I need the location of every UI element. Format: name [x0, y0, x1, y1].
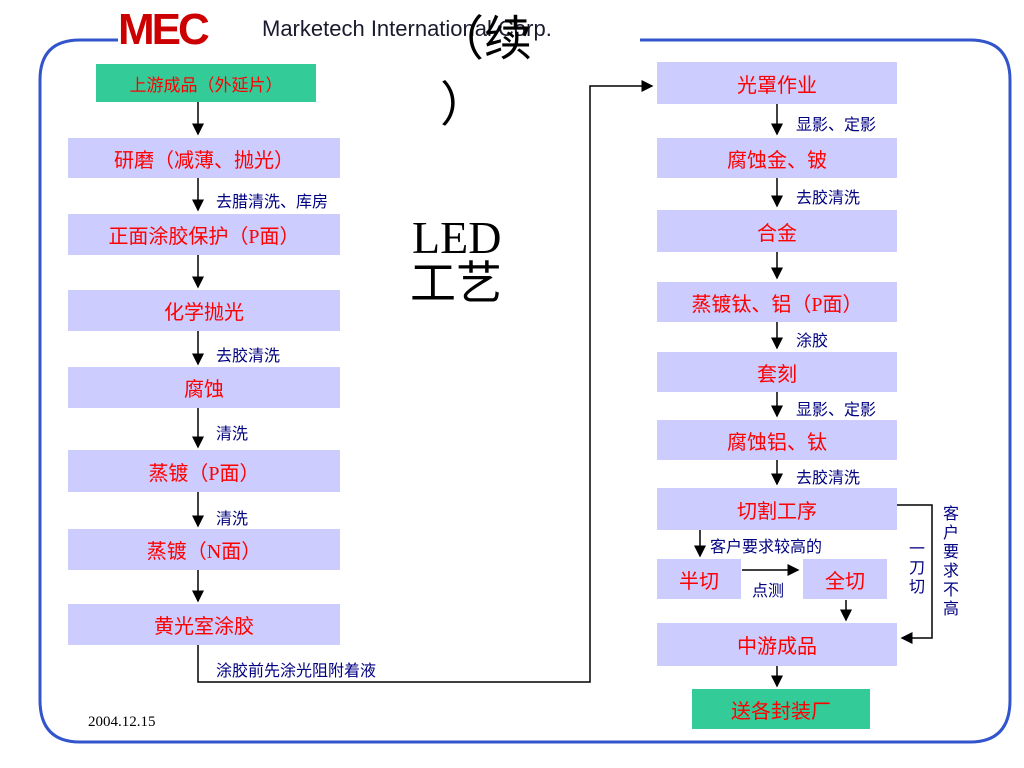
step-dicing: 切割工序 — [657, 488, 897, 530]
step-chemical-polish: 化学抛光 — [68, 290, 340, 331]
title-process: 工艺 — [410, 258, 502, 309]
note-degum-clean-right-1: 去胶清洗 — [796, 190, 861, 207]
note-develop-fix-1: 显影、定影 — [796, 117, 877, 134]
note-develop-fix-2: 显影、定影 — [796, 402, 877, 419]
note-wax-removal: 去腊清洗、库房 — [216, 194, 329, 211]
title-led: LED — [412, 212, 502, 263]
step-half-cut: 半切 — [657, 559, 741, 599]
step-front-coating: 正面涂胶保护（P面） — [68, 214, 340, 255]
step-yellow-room-coating: 黄光室涂胶 — [68, 604, 340, 645]
step-midstream-product: 中游成品 — [657, 623, 897, 666]
step-etch-gold-beryllium: 腐蚀金、铍 — [657, 138, 897, 178]
step-alloy: 合金 — [657, 210, 897, 252]
logo-text: MEC — [118, 5, 210, 54]
step-overlay-etch: 套刻 — [657, 352, 897, 392]
title-continued-open: （续 — [436, 13, 533, 66]
step-full-cut: 全切 — [803, 559, 887, 599]
step-send-to-packaging: 送各封装厂 — [692, 689, 870, 729]
note-coating: 涂胶 — [796, 333, 829, 350]
title-continued-close: ） — [440, 79, 489, 132]
step-grinding: 研磨（减薄、抛光） — [68, 138, 340, 178]
label-single-cut: 一刀切 — [908, 541, 925, 596]
label-low-requirement: 客户要求不高 — [942, 506, 959, 618]
step-etching: 腐蚀 — [68, 367, 340, 408]
step-etch-al-ti: 腐蚀铝、钛 — [657, 420, 897, 460]
note-degum-clean-right-2: 去胶清洗 — [796, 470, 861, 487]
note-adhesion-liquid: 涂胶前先涂光阻附着液 — [216, 663, 377, 680]
note-spot-test: 点测 — [752, 583, 785, 600]
step-evaporation-n: 蒸镀（N面） — [68, 529, 340, 570]
slide-frame — [38, 38, 1012, 744]
connector-left-to-right — [197, 80, 654, 683]
note-clean-2: 清洗 — [216, 511, 249, 528]
note-degum-clean-left: 去胶清洗 — [216, 348, 281, 365]
step-photomask: 光罩作业 — [657, 62, 897, 104]
note-clean-1: 清洗 — [216, 426, 249, 443]
company-logo: MEC — [118, 5, 210, 54]
note-high-requirement: 客户要求较高的 — [710, 539, 823, 556]
step-evaporation-ti-al: 蒸镀钛、铝（P面） — [657, 282, 897, 322]
slide-date: 2004.12.15 — [88, 714, 156, 730]
step-evaporation-p: 蒸镀（P面） — [68, 450, 340, 492]
step-upstream-product: 上游成品（外延片） — [96, 64, 316, 102]
one-cut-bracket — [896, 504, 933, 644]
company-name: Marketech International Corp. — [262, 16, 552, 41]
